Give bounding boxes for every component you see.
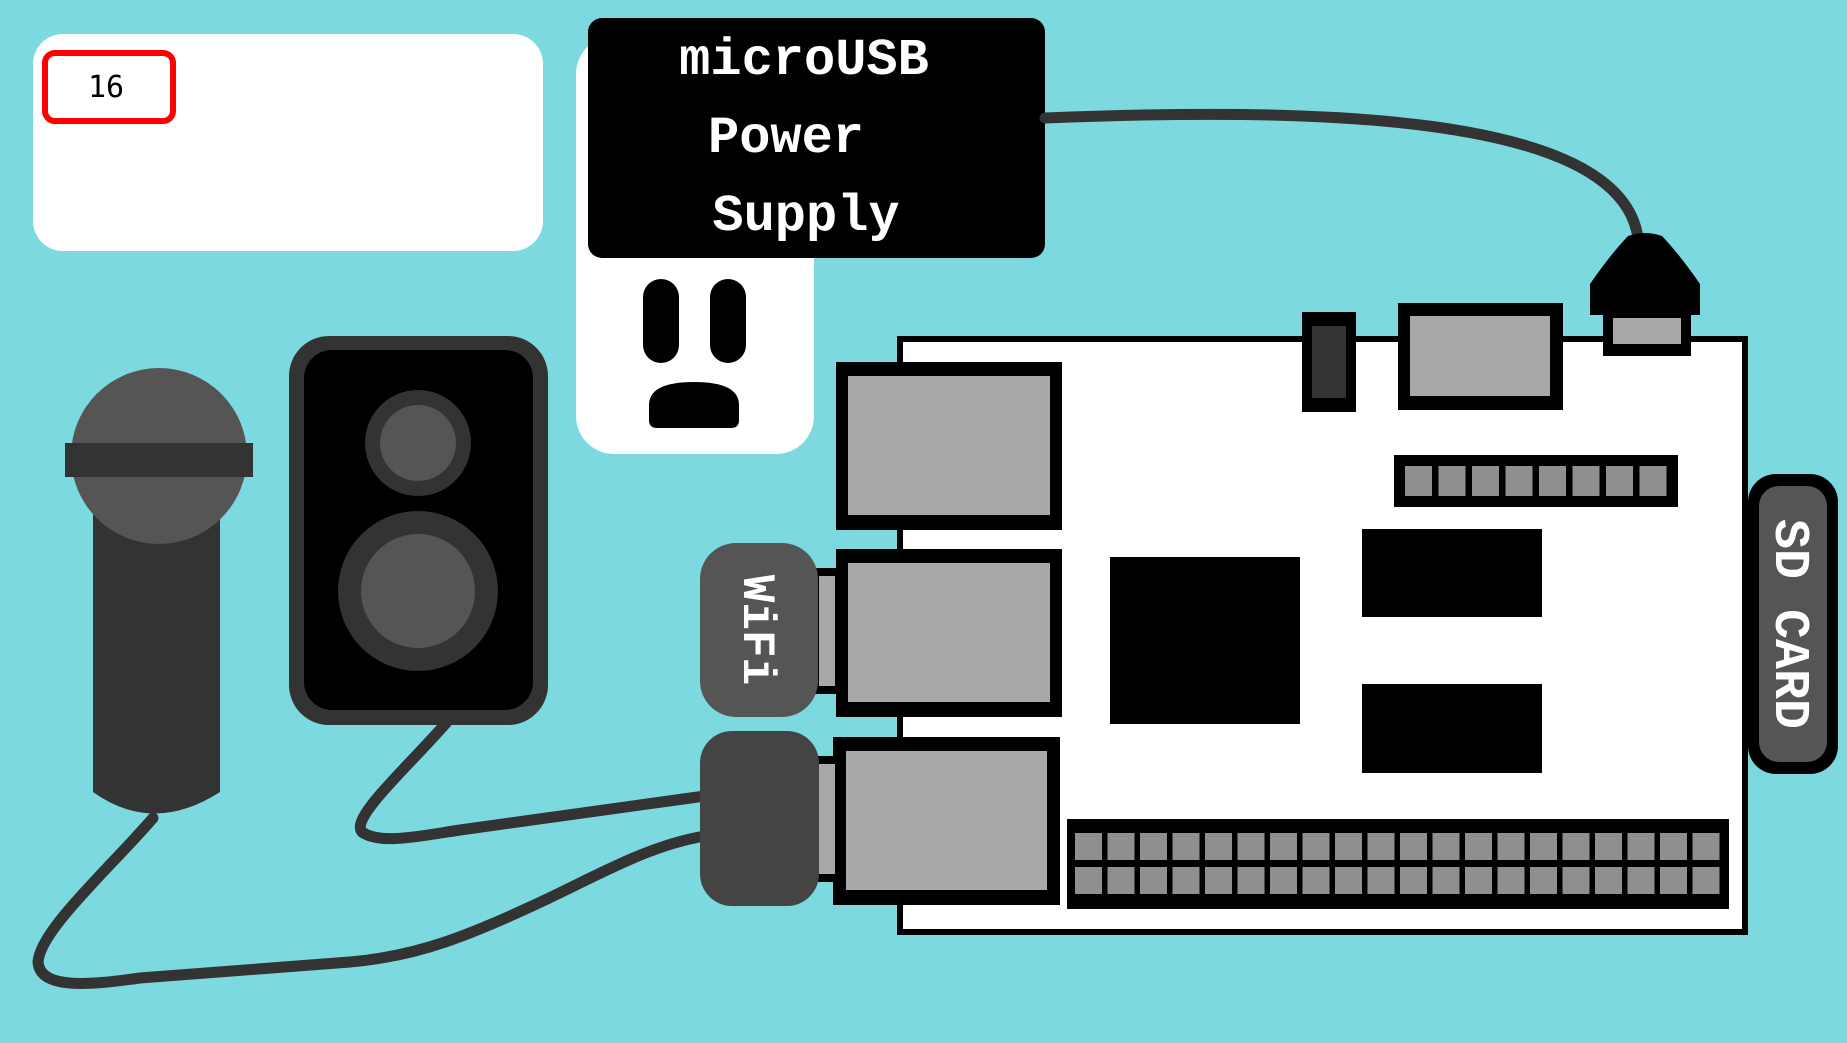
header-pin [1438, 466, 1466, 496]
gpio-pin [1237, 833, 1265, 860]
header-pin [1405, 466, 1432, 496]
counter-badge [42, 50, 176, 124]
microphone-icon [65, 368, 253, 814]
gpio-pin [1172, 867, 1200, 894]
header-pin [1539, 466, 1566, 496]
gpio-pin [1465, 833, 1492, 860]
gpio-pin [1465, 867, 1492, 894]
audio-plug [700, 731, 819, 906]
wifi-dongle: WiFi [700, 543, 818, 717]
gpio-pin [1140, 867, 1167, 894]
gpio-pin [1335, 833, 1362, 860]
header-pin [1606, 466, 1633, 496]
gpio-pin [1595, 867, 1622, 894]
gpio-pin [1302, 833, 1330, 860]
gpio-pin [1075, 867, 1102, 894]
power-supply-line2: Power [708, 109, 864, 168]
gpio-pin [1172, 833, 1200, 860]
gpio-pin [1497, 867, 1525, 894]
gpio-pin [1562, 833, 1590, 860]
gpio-pin [1075, 833, 1102, 860]
gpio-pin [1140, 833, 1167, 860]
counter-panel: 16 [33, 34, 543, 251]
gpio-pin [1530, 867, 1557, 894]
controller-chip [1362, 684, 1542, 773]
gpio-pin [1400, 833, 1427, 860]
gpio-pin [1302, 867, 1330, 894]
gpio-header-body [1067, 819, 1729, 909]
gpio-pin [1660, 833, 1687, 860]
gpio-pin [1367, 833, 1395, 860]
gpio-pin [1367, 867, 1395, 894]
gpio-pin [1107, 833, 1135, 860]
sd-card-slot: SD CARD [1748, 474, 1838, 774]
gpio-pin [1205, 833, 1232, 860]
power-supply-box: microUSB Power Supply [588, 18, 1045, 258]
small-header-body [1394, 455, 1678, 507]
gpio-pin [1692, 867, 1720, 894]
counter-value: 16 [88, 70, 124, 105]
sd-card-label: SD CARD [1760, 519, 1817, 729]
gpio-pin [1562, 867, 1590, 894]
speaker-icon [289, 336, 548, 725]
gpio-header [1067, 819, 1729, 909]
single-board-computer-icon: SD CARD [812, 233, 1838, 935]
cpu-chip [1110, 557, 1300, 724]
gpio-pin [1400, 867, 1427, 894]
gpio-pin [1107, 867, 1135, 894]
wifi-label: WiFi [730, 575, 782, 685]
gpio-pin [1205, 867, 1232, 894]
gpio-pin [1237, 867, 1265, 894]
gpio-pin [1595, 833, 1622, 860]
gpio-pin [1270, 867, 1297, 894]
ram-chip [1362, 529, 1542, 617]
cables [32, 108, 1644, 989]
header-pin [1472, 466, 1499, 496]
power-supply-line3: Supply [712, 187, 899, 246]
gpio-pin [1660, 867, 1687, 894]
gpio-pin [1692, 833, 1720, 860]
microusb-plug [1590, 233, 1700, 356]
power-supply-line1: microUSB [679, 31, 929, 90]
gpio-pin [1432, 833, 1460, 860]
header-pin [1639, 466, 1667, 496]
gpio-pin [1335, 867, 1362, 894]
gpio-pin [1627, 833, 1655, 860]
gpio-pin [1627, 867, 1655, 894]
small-pin-header [1394, 455, 1678, 507]
power-cable [1039, 108, 1644, 244]
gpio-pin [1530, 833, 1557, 860]
gpio-pin [1432, 867, 1460, 894]
header-pin [1572, 466, 1600, 496]
header-pin [1505, 466, 1533, 496]
gpio-pin [1497, 833, 1525, 860]
gpio-pin [1270, 833, 1297, 860]
